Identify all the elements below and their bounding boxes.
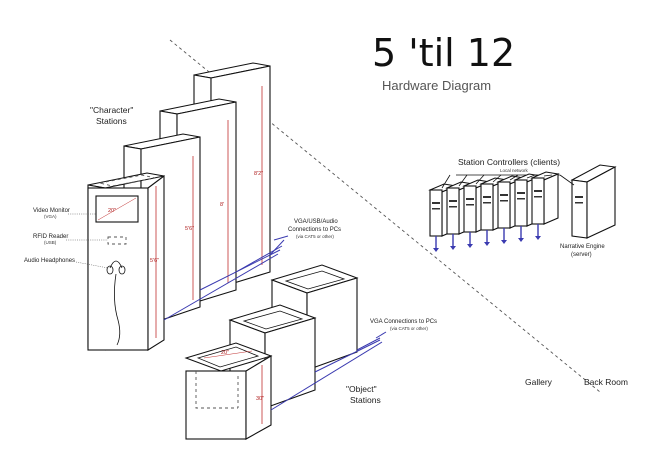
- vga-connections-sublabel: (via CAT5 or other): [390, 326, 428, 331]
- narrative-engine-server: [570, 164, 617, 239]
- character-station-1-kiosk: 20" 5'6": [87, 172, 165, 351]
- rfid-reader-sublabel: (USB): [44, 240, 57, 245]
- station-controller-group: [428, 171, 560, 252]
- headphones-icon: [106, 260, 126, 346]
- measure-front-kiosk: 5'6": [150, 258, 159, 264]
- zone-back-room-label: Back Room: [584, 377, 628, 387]
- measure-tall-station-2: 8': [220, 202, 224, 208]
- rfid-reader-label: RFID Reader: [33, 234, 68, 240]
- diagram-subtitle: Hardware Diagram: [382, 78, 491, 93]
- zone-gallery-label: Gallery: [525, 377, 553, 387]
- character-stations-label: "Character": [90, 105, 133, 115]
- diagram-title: 5 'til 12: [372, 31, 515, 75]
- measure-tall-station-1: 8'2": [254, 171, 263, 177]
- object-stations-label: "Object": [346, 384, 377, 394]
- vga-usb-audio-label: VGA/USB/Audio: [294, 219, 338, 225]
- measure-tall-station-3: 5'6": [185, 226, 194, 232]
- video-monitor-sublabel: (VGA): [44, 214, 57, 219]
- video-monitor-label: Video Monitor: [33, 208, 70, 214]
- narrative-engine-sublabel: (server): [571, 252, 592, 258]
- character-stations-label-line2: Stations: [96, 116, 127, 126]
- measure-kiosk-screen: 20": [108, 208, 116, 214]
- kiosk-rfid-reader: [107, 236, 127, 245]
- narrative-engine-label: Narrative Engine: [560, 244, 605, 250]
- object-stations-label-line2: Stations: [350, 395, 381, 405]
- object-station-cables: [270, 331, 387, 411]
- measure-object-height: 30": [256, 396, 264, 402]
- station-controller-pc: [530, 171, 560, 240]
- station-controllers-label: Station Controllers (clients): [458, 157, 560, 167]
- vga-connections-label: VGA Connections to PCs: [370, 319, 437, 325]
- character-station-cables: [163, 235, 289, 321]
- audio-headphones-label: Audio Headphones: [24, 258, 75, 264]
- measure-object-screen: 20": [221, 350, 229, 356]
- object-station-1: 20" 30": [184, 342, 273, 440]
- vga-usb-audio-sublabel: (via CAT5 or other): [296, 234, 334, 239]
- vga-usb-audio-label-line2: Connections to PCs: [288, 227, 341, 233]
- local-network-label: Local network: [500, 168, 529, 173]
